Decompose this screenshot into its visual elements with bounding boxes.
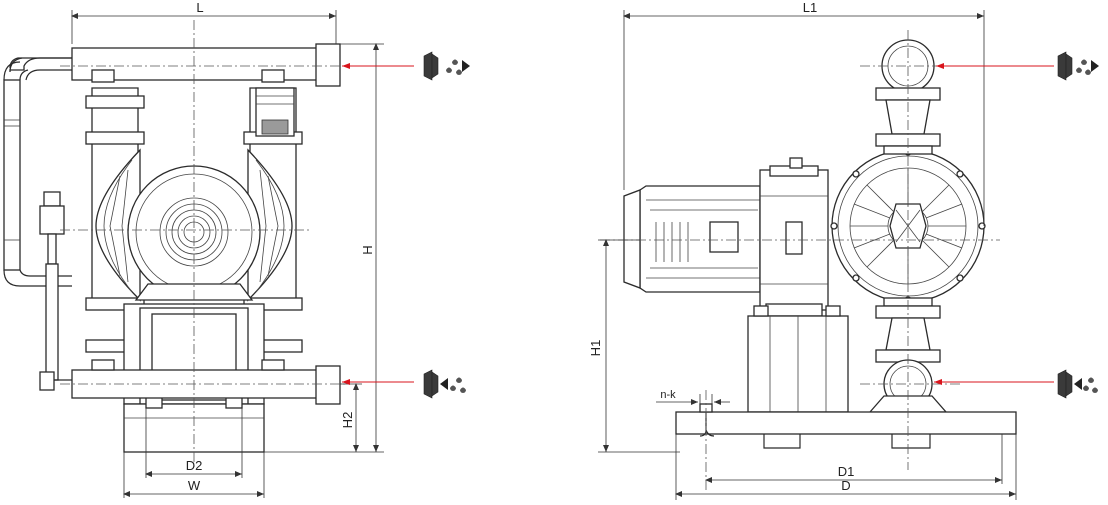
dim-D2-label: D2 xyxy=(186,458,203,473)
outlet-flow-icon xyxy=(423,51,470,81)
dim-H1-label: H1 xyxy=(588,340,603,357)
side-view: L1 H1 n-k D1 D xyxy=(588,0,1054,500)
dim-nk-label: n-k xyxy=(660,389,676,401)
dim-D1-label: D1 xyxy=(838,464,855,479)
outlet-flow-icon xyxy=(1057,51,1099,81)
dim-H2-label: H2 xyxy=(340,412,355,429)
inlet-flow-icon xyxy=(423,369,466,399)
front-view: L H H2 D2 W xyxy=(3,0,414,498)
dim-L1-label: L1 xyxy=(803,0,817,15)
dim-W-label: W xyxy=(188,478,201,493)
inlet-flow-icon xyxy=(1057,369,1098,399)
dim-D-label: D xyxy=(841,478,850,493)
dim-L-label: L xyxy=(196,0,203,15)
dim-H-label: H xyxy=(360,245,375,254)
